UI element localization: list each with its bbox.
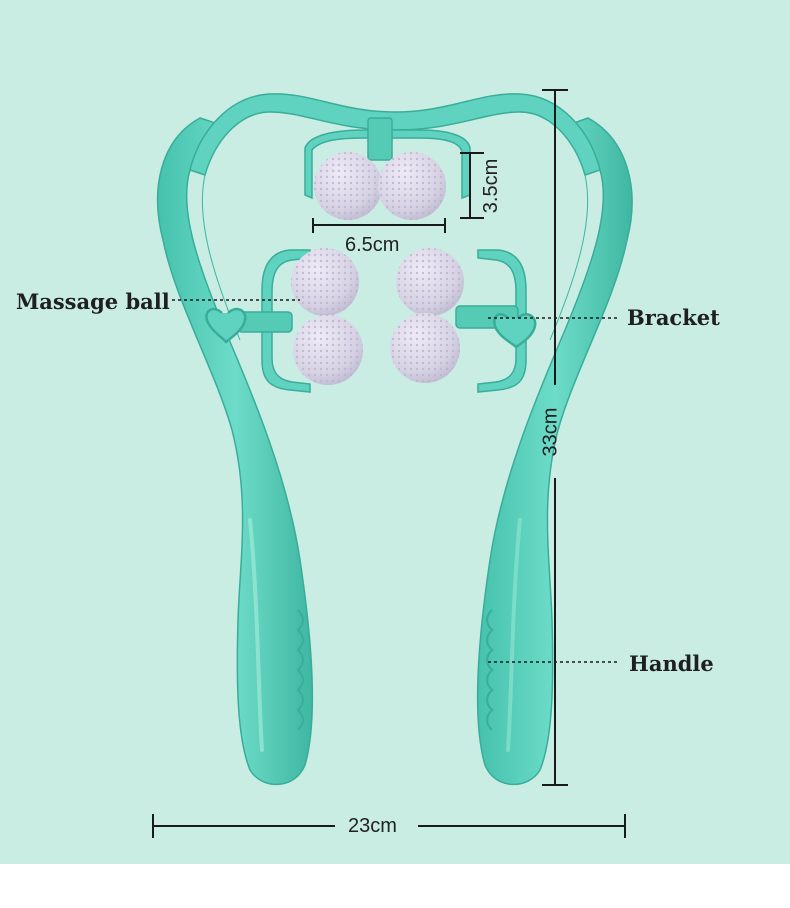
dimension-total-height — [542, 89, 568, 786]
top-massage-ball — [314, 152, 446, 220]
massager-illustration — [152, 89, 633, 838]
top-bracket — [304, 117, 471, 200]
product-image: Massage ball Bracket Handle 6.5cm 3.5cm … — [0, 0, 790, 864]
dimension-total-width — [152, 814, 626, 838]
left-massage-balls — [291, 248, 363, 385]
label-bracket: Bracket — [627, 305, 720, 330]
dimension-ball-height — [460, 152, 484, 219]
bottom-margin — [0, 864, 790, 908]
dim-ball-width: 6.5cm — [345, 234, 400, 256]
right-massage-balls — [390, 248, 464, 383]
left-bracket — [205, 249, 311, 393]
right-bracket — [455, 249, 537, 393]
label-massage-ball: Massage ball — [16, 289, 170, 314]
dimension-ball-width — [312, 218, 446, 233]
dim-total-height: 33cm — [539, 407, 562, 457]
label-handle: Handle — [629, 651, 714, 676]
dim-ball-height: 3.5cm — [480, 158, 503, 214]
dim-total-width: 23cm — [348, 815, 397, 837]
leader-lines — [172, 299, 618, 663]
